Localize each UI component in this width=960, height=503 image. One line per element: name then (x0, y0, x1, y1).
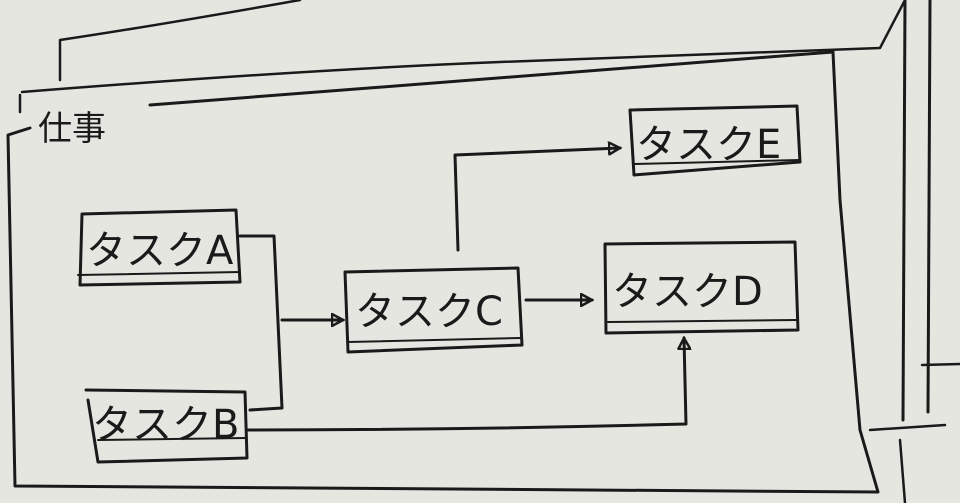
task-b-label: タスクB (92, 402, 239, 448)
task-d[interactable]: タスクD (603, 240, 800, 335)
group-work: 仕事 (6, 50, 880, 494)
task-d-label: タスクD (612, 269, 763, 315)
task-e-label: タスクE (636, 122, 781, 168)
task-c-label: タスクC (355, 289, 503, 335)
task-b[interactable]: タスクB (84, 388, 249, 464)
arrow-c-to-e (453, 148, 620, 252)
task-e[interactable]: タスクE (628, 104, 802, 177)
background-frame (20, 0, 960, 503)
task-a-label: タスクA (86, 228, 234, 274)
arrow-b-to-d (246, 338, 686, 432)
task-a[interactable]: タスクA (77, 208, 242, 287)
connector-a-b (238, 234, 284, 412)
group-label: 仕事 (38, 109, 106, 149)
task-c[interactable]: タスクC (343, 266, 524, 354)
connectors (238, 148, 686, 432)
